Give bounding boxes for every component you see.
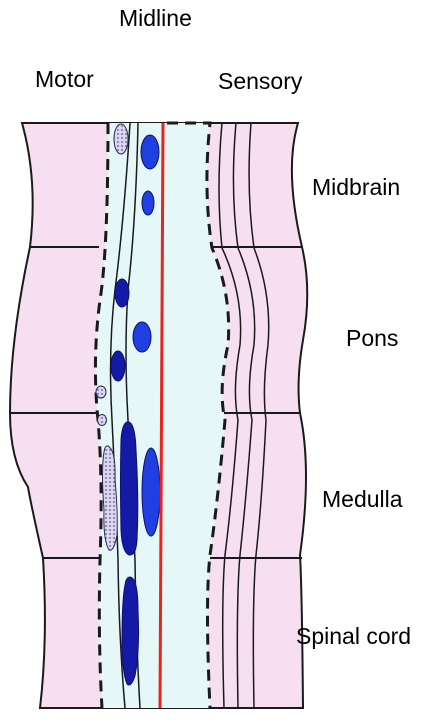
- nucleus-4: [132, 321, 152, 353]
- sensory-column-line-1: [218, 122, 242, 709]
- sensory-column-line-3: [248, 122, 270, 709]
- spinal-cord-label: Spinal cord: [296, 623, 412, 649]
- nucleus-8: [121, 576, 140, 686]
- sensory-label: Sensory: [218, 68, 303, 94]
- nucleus-7: [141, 447, 161, 537]
- midbrain-label: Midbrain: [312, 174, 401, 200]
- midline-label: Midline: [119, 5, 192, 31]
- motor-label: Motor: [35, 66, 94, 92]
- midline-red-line: [158, 122, 165, 709]
- motor-column-line-outer: [109, 122, 131, 709]
- dotted-nucleus-4: [102, 445, 118, 551]
- nucleus-2: [141, 190, 155, 216]
- nucleus-5: [110, 350, 126, 382]
- right-dashed-boundary: [167, 121, 231, 709]
- nucleus-6: [120, 421, 139, 556]
- sensory-column-line-2: [232, 122, 256, 709]
- nucleus-3: [114, 278, 130, 308]
- dotted-nucleus-1: [113, 123, 129, 155]
- medulla-label: Medulla: [322, 486, 403, 512]
- dotted-nucleus-3: [97, 414, 107, 426]
- pons-label: Pons: [346, 325, 399, 351]
- dotted-nucleus-2: [95, 385, 107, 399]
- nucleus-1: [140, 134, 160, 170]
